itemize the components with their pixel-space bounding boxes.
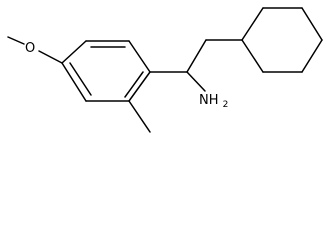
cyclohexane-bond-3 [301, 39, 323, 73]
ring-bond-6-inner [69, 62, 92, 96]
chain-methylene-bond [186, 39, 207, 73]
ring-bond-4-inner [124, 71, 144, 98]
oxygen-label: O [25, 41, 35, 56]
amine-label-subscript: 2 [223, 100, 229, 110]
chain-amine-bond [186, 71, 206, 92]
amine-label-main: NH [199, 93, 219, 108]
cyclohexane-bond-6 [241, 7, 264, 41]
ring-bond-1 [61, 40, 87, 64]
methyl-oxygen-bond [7, 36, 25, 45]
amine-label: NH 2 [199, 93, 228, 110]
atom-labels: O NH 2 [25, 41, 228, 110]
ring-methyl-bond [128, 100, 151, 133]
ring-bond-3 [128, 40, 151, 73]
ring-bond-4 [128, 71, 151, 102]
oxygen-ring-bond [38, 50, 63, 64]
ring-bond-6 [61, 62, 87, 102]
chemical-structure: O NH 2 [7, 7, 323, 133]
bonds [7, 7, 323, 133]
cyclohexane-bond-4 [301, 7, 323, 41]
cyclohexane-bond-1 [241, 39, 264, 73]
